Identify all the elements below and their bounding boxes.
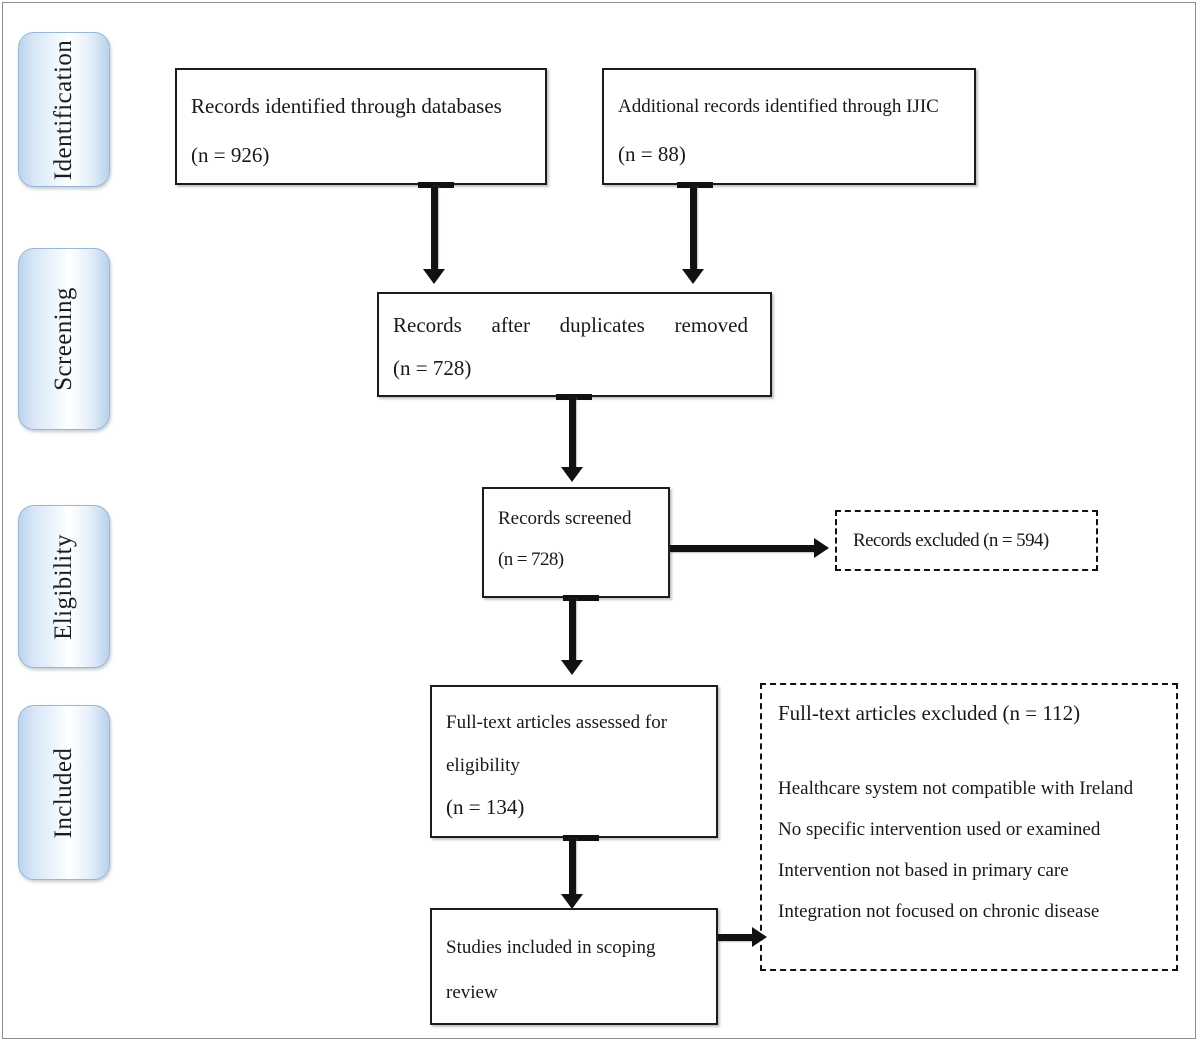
additional-records-line1: Additional records identified through IJ… [618,96,939,117]
node-studies-included: Studies included in scoping review [430,908,718,1025]
node-records-excluded: Records excluded (n = 594) [835,510,1098,571]
connector-cap-screened-bottom [563,595,599,601]
connector-fulltext-to-included [569,839,576,899]
connector-included-to-excluded-list [718,934,756,941]
node-records-identified-databases: Records identified through databases (n … [175,68,547,185]
stage-tab-included: Included [18,705,110,880]
node-fulltext-excluded: Full-text articles excluded (n = 112) He… [760,683,1178,971]
connector-dedup-to-screened [569,398,576,470]
node-fulltext-assessed: Full-text articles assessed for eligibil… [430,685,718,838]
fulltext-excluded-heading: Full-text articles excluded (n = 112) [778,701,1081,725]
fulltext-assessed-line1: Full-text articles assessed for [446,712,668,733]
node-records-screened: Records screened (n = 728) [482,487,670,598]
stage-tab-identification: Identification [18,32,110,187]
connector-cap-right [677,182,713,188]
connector-ijic-to-dedup [690,186,697,272]
fulltext-assessed-line2: eligibility [446,755,520,776]
records-excluded-text: Records excluded (n = 594) [853,530,1049,551]
arrowhead-dedup-to-screened [561,467,583,482]
stage-tab-eligibility: Eligibility [18,505,110,668]
dedup-count: (n = 728) [393,356,472,380]
additional-records-count: (n = 88) [618,142,686,166]
arrowhead-screened-to-excluded [814,538,829,558]
node-additional-records-ijic: Additional records identified through IJ… [602,68,976,185]
stage-tab-screening: Screening [18,248,110,430]
connector-screened-to-fulltext [569,599,576,663]
arrowhead-ijic-to-dedup [682,269,704,284]
records-screened-line1: Records screened [498,508,632,529]
exclusion-reason-3: Intervention not based in primary care [778,860,1069,881]
stage-label-eligibility: Eligibility [50,533,77,640]
studies-included-line2: review [446,982,498,1003]
connector-cap-fulltext-bottom [563,835,599,841]
exclusion-reason-1: Healthcare system not compatible with Ir… [778,778,1134,799]
arrowhead-databases-to-dedup [423,269,445,284]
stage-label-included: Included [50,747,77,838]
records-databases-line1: Records identified through databases [191,94,502,118]
node-records-after-duplicates: Records after duplicates removed (n = 72… [377,292,772,397]
connector-databases-to-dedup [431,186,438,272]
arrowhead-screened-to-fulltext [561,660,583,675]
arrowhead-fulltext-to-included [561,894,583,909]
studies-included-line1: Studies included in scoping [446,937,656,958]
records-screened-count: (n = 728) [498,549,564,570]
connector-cap-dedup-bottom [556,394,592,400]
stage-label-identification: Identification [50,39,77,180]
stage-label-screening: Screening [50,287,77,391]
connector-cap-left [418,182,454,188]
connector-screened-to-excluded [670,545,816,552]
fulltext-assessed-count: (n = 134) [446,795,525,819]
records-databases-count: (n = 926) [191,143,270,167]
arrowhead-included-to-excluded-list [752,927,767,947]
dedup-line1: Records after duplicates removed [393,313,748,337]
exclusion-reason-4: Integration not focused on chronic disea… [778,901,1100,922]
exclusion-reason-2: No specific intervention used or examine… [778,819,1101,840]
